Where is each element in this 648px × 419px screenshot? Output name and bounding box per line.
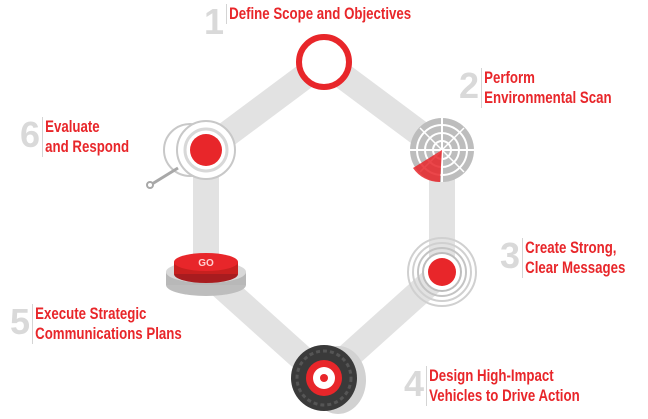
target-rings-icon (407, 237, 477, 307)
step-5-label: 5 Execute Strategic Communications Plans (10, 304, 224, 344)
radar-icon (410, 118, 474, 183)
step-number: 5 (10, 301, 31, 342)
step-number: 2 (459, 65, 480, 106)
step-title: Create Strong, Clear Messages (522, 238, 625, 278)
magnifier-icon (146, 120, 236, 189)
step-title-line: Environmental Scan (484, 88, 612, 107)
step-1-label: 1 Define Scope and Objectives (204, 4, 463, 40)
tire-icon (291, 345, 366, 414)
cycle-track (193, 49, 455, 391)
step-title-line: Communications Plans (35, 324, 182, 343)
step-title-line: Define Scope and Objectives (229, 4, 412, 23)
red-ring-icon (296, 34, 352, 90)
step-title-line: Perform (484, 68, 535, 87)
step-3-label: 3 Create Strong, Clear Messages (500, 238, 648, 278)
step-number: 1 (204, 1, 225, 42)
step-title: Design High-Impact Vehicles to Drive Act… (426, 366, 580, 406)
step-title: Perform Environmental Scan (481, 68, 612, 108)
step-2-label: 2 Perform Environmental Scan (459, 68, 648, 108)
step-title: Define Scope and Objectives (226, 4, 411, 24)
step-4-label: 4 Design High-Impact Vehicles to Drive A… (404, 366, 623, 406)
step-title-line: Execute Strategic (35, 304, 147, 323)
go-button-icon: GO (166, 253, 246, 296)
step-number: 4 (404, 363, 425, 404)
step-title: Evaluate and Respond (42, 117, 129, 157)
go-button-label: GO (198, 258, 214, 269)
step-title-line: and Respond (45, 137, 130, 156)
step-title-line: Evaluate (45, 117, 100, 136)
step-title-line: Vehicles to Drive Action (429, 386, 580, 405)
step-title-line: Design High-Impact (429, 366, 554, 385)
step-number: 6 (20, 114, 41, 155)
step-number: 3 (500, 235, 521, 276)
step-6-label: 6 Evaluate and Respond (20, 117, 154, 157)
step-title: Execute Strategic Communications Plans (32, 304, 182, 344)
step-title-line: Create Strong, (525, 238, 617, 257)
step-title-line: Clear Messages (525, 258, 626, 277)
